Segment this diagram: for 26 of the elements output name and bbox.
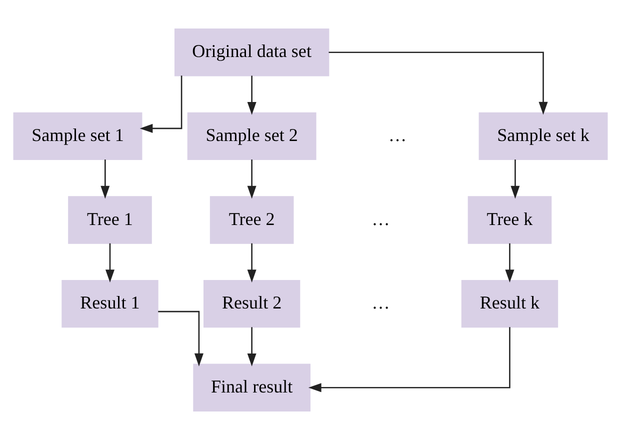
node-box: Sample set 1 <box>13 112 142 160</box>
arrow <box>247 242 256 282</box>
node-box: Sample set k <box>478 112 608 160</box>
node-box: Result 1 <box>62 279 158 328</box>
arrow <box>328 51 548 114</box>
node-box: Result k <box>461 279 558 328</box>
node-box: Tree 1 <box>68 196 152 244</box>
arrow <box>308 326 510 392</box>
node-box: Result 2 <box>203 279 300 328</box>
node-box: Tree k <box>468 196 552 244</box>
arrow <box>140 75 182 132</box>
arrow <box>100 159 110 198</box>
node-box: Sample set 2 <box>187 112 316 160</box>
label: … <box>372 208 390 228</box>
arrow <box>247 326 256 366</box>
node-box: Original data set <box>174 28 330 76</box>
label: … <box>388 124 407 144</box>
arrow <box>505 242 514 282</box>
arrow <box>247 75 256 114</box>
node-box: Tree 2 <box>210 196 294 244</box>
node-box: Final result <box>193 363 310 411</box>
arrow <box>510 159 520 198</box>
label: … <box>372 292 390 312</box>
arrow <box>105 242 114 282</box>
arrow <box>158 310 204 366</box>
arrow <box>247 159 256 198</box>
